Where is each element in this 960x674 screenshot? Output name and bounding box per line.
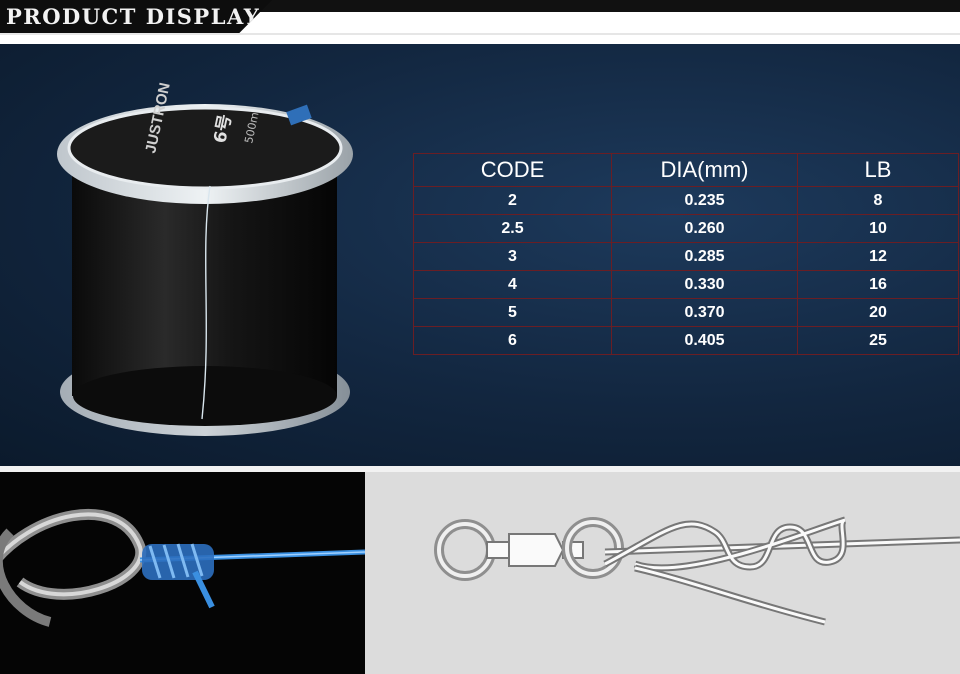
cell-lb: 10 xyxy=(797,214,959,243)
cell-lb: 8 xyxy=(797,186,959,215)
knot-photo xyxy=(0,472,365,674)
cell-code: 2.5 xyxy=(413,214,612,243)
table-row: 2.5 0.260 10 xyxy=(413,214,959,243)
knot-diagram xyxy=(365,472,960,674)
knot-diagram-illustration xyxy=(365,472,960,674)
spec-table-header-row: CODE DIA(mm) LB xyxy=(413,153,959,187)
cell-code: 5 xyxy=(413,298,612,327)
header-code: CODE xyxy=(413,153,612,187)
cell-dia: 0.260 xyxy=(611,214,798,243)
cell-code: 6 xyxy=(413,326,612,355)
header-title-tab: PRODUCT DISPLAY xyxy=(0,0,272,33)
spec-table: CODE DIA(mm) LB 2 0.235 8 2.5 0.260 10 3… xyxy=(413,153,959,355)
table-row: 4 0.330 16 xyxy=(413,270,959,299)
spool-image: JUSTRON 6号 500m xyxy=(50,74,370,454)
cell-lb: 12 xyxy=(797,242,959,271)
cell-code: 2 xyxy=(413,186,612,215)
table-row: 5 0.370 20 xyxy=(413,298,959,327)
header-dia: DIA(mm) xyxy=(611,153,798,187)
table-row: 3 0.285 12 xyxy=(413,242,959,271)
knot-photo-illustration xyxy=(0,472,365,674)
cell-code: 4 xyxy=(413,270,612,299)
table-row: 6 0.405 25 xyxy=(413,326,959,355)
cell-lb: 16 xyxy=(797,270,959,299)
cell-code: 3 xyxy=(413,242,612,271)
cell-dia: 0.405 xyxy=(611,326,798,355)
cell-lb: 25 xyxy=(797,326,959,355)
cell-dia: 0.370 xyxy=(611,298,798,327)
cell-dia: 0.330 xyxy=(611,270,798,299)
cell-dia: 0.285 xyxy=(611,242,798,271)
section-divider xyxy=(0,466,960,472)
cell-lb: 20 xyxy=(797,298,959,327)
cell-dia: 0.235 xyxy=(611,186,798,215)
spool-illustration: JUSTRON 6号 500m xyxy=(57,81,353,436)
page-title: PRODUCT DISPLAY xyxy=(6,4,261,29)
header-divider xyxy=(0,33,960,35)
header-bar: PRODUCT DISPLAY xyxy=(0,0,960,44)
product-hero-section: JUSTRON 6号 500m CODE DIA(mm) LB 2 0.235 … xyxy=(0,44,960,466)
spool-length-label: 500m xyxy=(242,111,261,145)
header-lb: LB xyxy=(797,153,959,187)
table-row: 2 0.235 8 xyxy=(413,186,959,215)
